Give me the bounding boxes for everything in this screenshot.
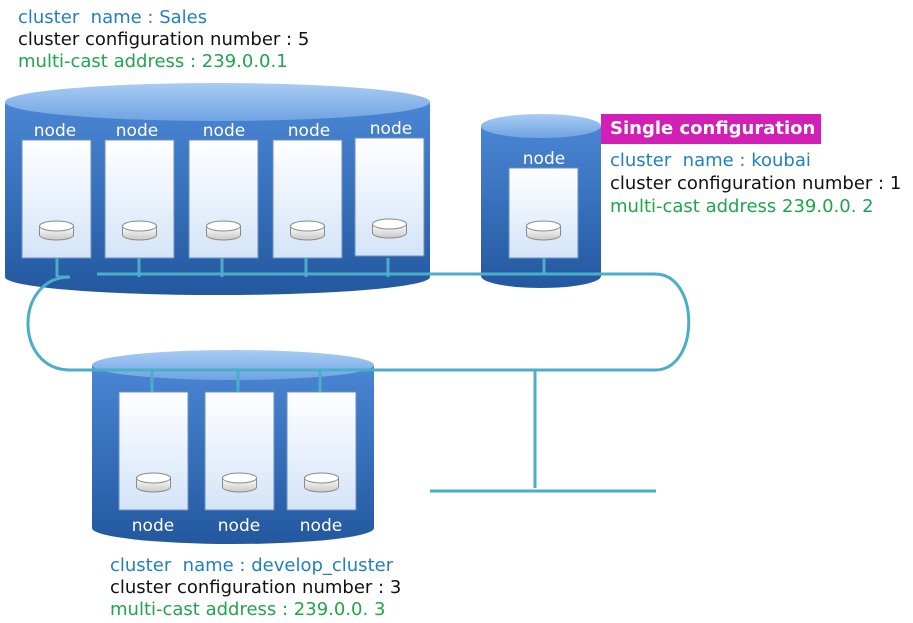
single-configuration-badge: Single configuration [601,114,821,144]
node-label: node [370,119,412,139]
network-lines [26,258,691,493]
develop-cluster-config: cluster configuration number : 3 [110,577,402,598]
node-label: node [34,121,76,141]
develop-cluster-multicast: multi-cast address : 239.0.0. 3 [110,599,386,620]
koubai-cluster-name: cluster name : koubai [610,150,811,171]
disk-icon [526,220,561,241]
node-label: node [116,121,158,141]
node-labels: node node node node node node node node … [34,119,565,536]
develop-cluster-name: cluster name : develop_cluster [110,555,394,576]
node-label: node [203,121,245,141]
node-label: node [288,121,330,141]
sales-cluster-multicast: multi-cast address : 239.0.0.1 [18,51,288,72]
node-panel [508,167,579,259]
disk-icon [372,218,407,239]
disk-icon [222,472,257,493]
node-label: node [523,149,565,169]
disk-icon [304,472,339,493]
node-label: node [218,516,260,536]
node-label: node [132,516,174,536]
disk-icon [290,220,325,241]
disk-icon [136,472,171,493]
disk-icon [39,220,74,241]
sales-cluster-config: cluster configuration number : 5 [18,29,310,50]
disk-icon [206,220,241,241]
node-label: node [300,516,342,536]
node-panels [21,137,579,511]
koubai-cluster-multicast: multi-cast address 239.0.0. 2 [610,196,874,217]
sales-cluster-name: cluster name : Sales [18,7,208,28]
koubai-cluster-config: cluster configuration number : 1 [610,173,902,194]
disk-icon [122,220,157,241]
